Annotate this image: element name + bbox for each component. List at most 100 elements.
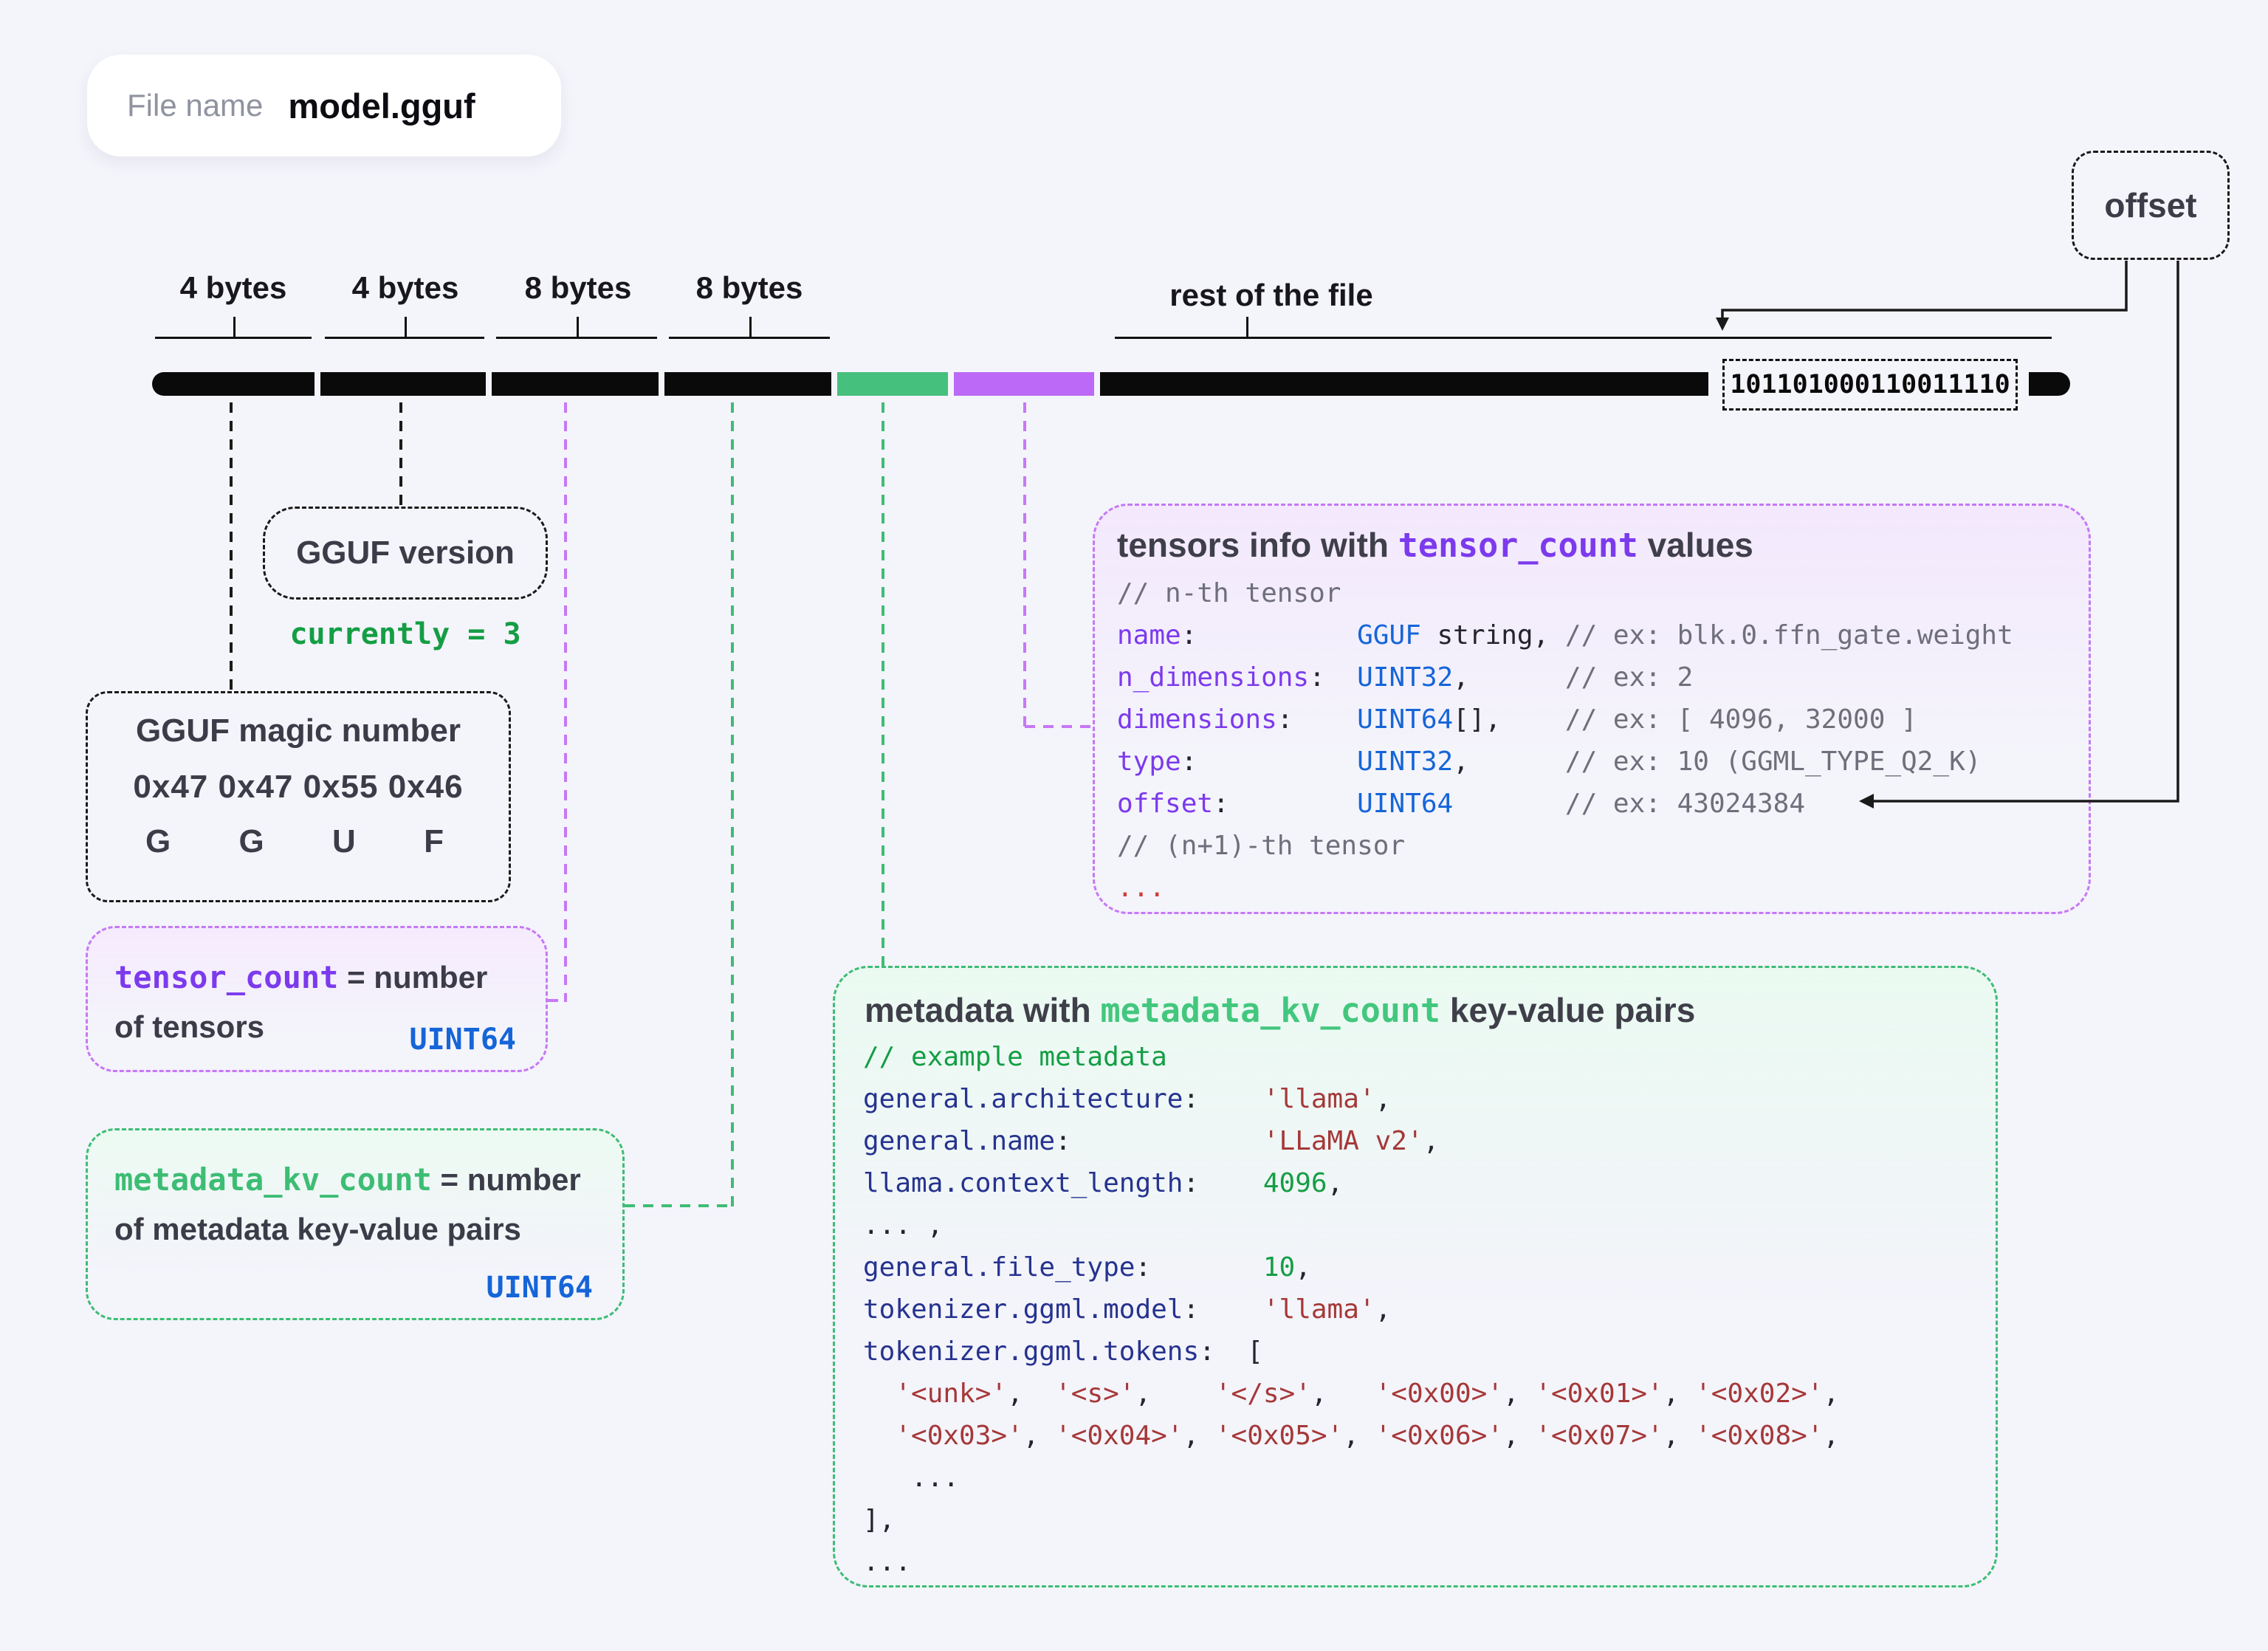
code-segment: ,	[1310, 1379, 1375, 1409]
code-line: ...	[863, 1457, 1839, 1499]
code-line: ...	[1117, 867, 2013, 909]
code-segment: ,	[1183, 1421, 1215, 1451]
tensor-count-definition: tensor_count = number	[114, 952, 519, 1003]
metadata-code: // example metadata general.architecture:…	[863, 1036, 1839, 1583]
code-segment: '<unk>'	[895, 1379, 1008, 1409]
connector-version	[399, 402, 402, 507]
code-segment: '<0x00>'	[1375, 1379, 1503, 1409]
code-segment: :	[1199, 1336, 1248, 1367]
code-segment: UINT64	[1357, 704, 1454, 735]
bar-segment-magic	[152, 372, 315, 396]
bracket-tick	[577, 317, 579, 339]
byte-label-tensor-count: 8 bytes	[524, 270, 632, 305]
tensor-count-box: tensor_count = number of tensors UINT64	[86, 926, 548, 1072]
code-line: tokenizer.ggml.model: 'llama',	[863, 1288, 1839, 1331]
code-segment: :	[1213, 789, 1358, 819]
bracket-tick	[749, 317, 752, 339]
text-segment: = number	[338, 960, 488, 995]
code-segment: dimensions	[1117, 704, 1277, 735]
code-segment: ,	[1375, 1084, 1392, 1114]
code-segment: string,	[1420, 620, 1565, 651]
bracket-segment-4	[669, 317, 830, 339]
gguf-magic-number-box: GGUF magic number 0x47 0x47 0x55 0x46 G …	[86, 691, 511, 902]
code-segment: ,	[1503, 1379, 1536, 1409]
code-segment	[863, 1421, 895, 1451]
code-segment: ,	[1135, 1379, 1215, 1409]
code-segment: type	[1117, 746, 1181, 777]
code-segment: 'llama'	[1262, 1294, 1375, 1325]
connector-tensors-info	[1023, 402, 1026, 728]
code-segment: ,	[1023, 1421, 1056, 1451]
offset-callout-box: offset	[2072, 151, 2230, 260]
code-segment: '<0x05>'	[1214, 1421, 1344, 1451]
text-segment: values	[1638, 526, 1753, 564]
code-segment: ,	[1423, 1126, 1440, 1156]
code-segment: :	[1135, 1252, 1263, 1283]
code-line: general.name: 'LLaMA v2',	[863, 1120, 1839, 1162]
connector-metadata-kv-count-elbow	[625, 1204, 734, 1207]
byte-label-version: 4 bytes	[351, 270, 459, 305]
code-segment	[1453, 789, 1565, 819]
code-segment: '<0x02>'	[1695, 1379, 1824, 1409]
code-line: ],	[863, 1499, 1839, 1541]
metadata-box: metadata with metadata_kv_count key-valu…	[833, 966, 1998, 1588]
magic-ascii-chars: G G U F	[88, 806, 509, 860]
code-segment: // example metadata	[863, 1042, 1167, 1072]
code-segment: '</s>'	[1214, 1379, 1311, 1409]
binary-value: 101101000110011110	[1730, 370, 2010, 399]
code-segment: :	[1055, 1126, 1263, 1156]
code-segment: general.architecture	[863, 1084, 1183, 1114]
text-segment: tensor_count	[114, 959, 339, 995]
code-segment: ,	[1453, 746, 1565, 777]
code-segment: llama.context_length	[863, 1168, 1183, 1198]
bar-segment-rest	[1100, 372, 1708, 396]
bracket-tick	[405, 317, 407, 339]
metadata-kv-count-definition: metadata_kv_count = number	[114, 1154, 596, 1206]
magic-char-g1: G	[145, 823, 171, 859]
code-segment: general.name	[863, 1126, 1056, 1156]
text-segment: key-value pairs	[1440, 991, 1696, 1029]
code-segment: general.file_type	[863, 1252, 1135, 1283]
code-segment: GGUF	[1357, 620, 1421, 651]
text-segment: = number	[431, 1162, 581, 1197]
gguf-version-title: GGUF version	[296, 535, 515, 571]
code-segment: :	[1181, 620, 1358, 651]
code-segment: ,	[1007, 1379, 1056, 1409]
code-segment: ,	[1663, 1421, 1696, 1451]
binary-offset-box: 101101000110011110	[1722, 359, 2018, 411]
gguf-version-box: GGUF version	[263, 507, 548, 600]
bracket-tick	[233, 317, 236, 339]
code-segment: ,	[1503, 1421, 1536, 1451]
code-segment: UINT32	[1357, 662, 1454, 693]
code-segment: name	[1117, 620, 1181, 651]
bar-segment-version	[320, 372, 486, 396]
byte-label-rest-of-file: rest of the file	[1169, 278, 1373, 312]
code-line: // (n+1)-th tensor	[1117, 825, 2013, 867]
code-line: type: UINT32, // ex: 10 (GGML_TYPE_Q2_K)	[1117, 741, 2013, 783]
code-segment: // ex: 43024384	[1564, 789, 1805, 819]
bar-segment-metadata-kv-count	[664, 372, 831, 396]
bracket-segment-3	[496, 317, 657, 339]
magic-char-u: U	[332, 823, 356, 859]
code-segment: n_dimensions	[1117, 662, 1310, 693]
code-segment: '<0x04>'	[1055, 1421, 1183, 1451]
connector-tensors-info-elbow	[1025, 725, 1096, 728]
code-segment: ,	[1343, 1421, 1375, 1451]
code-segment: ,	[1823, 1379, 1840, 1409]
code-segment: '<0x07>'	[1535, 1421, 1663, 1451]
connector-tensor-count-elbow	[548, 999, 567, 1002]
bracket-tick	[1246, 317, 1248, 339]
code-segment	[863, 1379, 895, 1409]
code-line: llama.context_length: 4096,	[863, 1162, 1839, 1204]
byte-label-magic: 4 bytes	[179, 270, 287, 305]
metadata-kv-count-type: UINT64	[486, 1271, 594, 1305]
code-segment: UINT32	[1357, 746, 1454, 777]
code-segment: ,	[1375, 1294, 1392, 1325]
code-segment: ,	[1327, 1168, 1344, 1198]
text-segment: tensors info with	[1117, 526, 1398, 564]
code-segment: UINT64	[1357, 789, 1454, 819]
code-segment: '<0x06>'	[1375, 1421, 1503, 1451]
code-segment: ],	[863, 1505, 896, 1535]
code-segment: // ex: 10 (GGML_TYPE_Q2_K)	[1564, 746, 1982, 777]
